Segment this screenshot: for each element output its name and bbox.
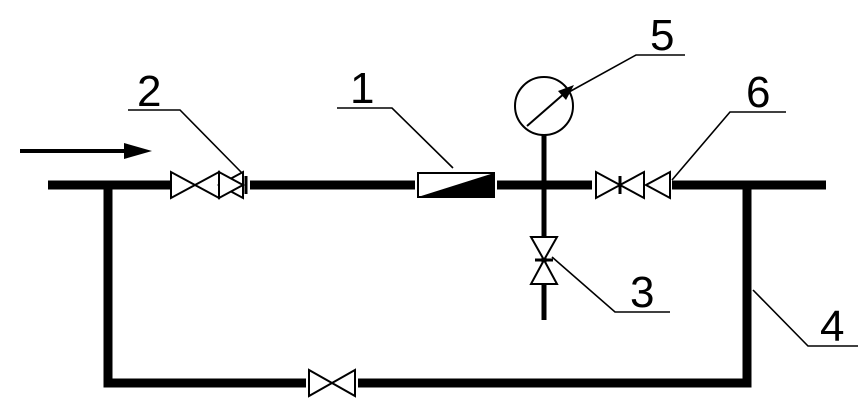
label-5: 5 [650, 11, 674, 60]
bypass-pipe [103, 185, 752, 388]
flow-direction-arrow [20, 143, 152, 159]
label-6: 6 [746, 68, 770, 117]
label-4: 4 [820, 302, 844, 351]
label-3: 3 [630, 268, 654, 317]
inlet-valve-2 [170, 170, 248, 200]
bypass-valve [308, 368, 356, 398]
label-1: 1 [350, 64, 374, 113]
label-2: 2 [137, 67, 161, 116]
branch-valve-3 [529, 236, 559, 285]
leader-lines [128, 54, 858, 347]
flow-meter-1 [417, 172, 495, 198]
pressure-gauge-5 [514, 76, 574, 136]
outlet-valve-6 [595, 170, 671, 200]
